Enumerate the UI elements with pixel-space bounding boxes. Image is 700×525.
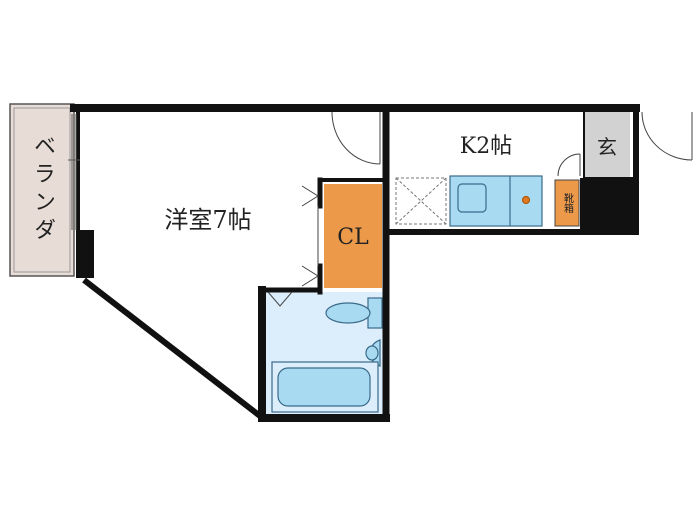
entrance-area: [584, 112, 630, 178]
closet-doors: [301, 185, 319, 287]
entrance-label: 玄: [597, 135, 617, 159]
wall-stub: [76, 230, 94, 278]
door-swing-kitchen: [331, 111, 381, 165]
bathroom-door: [267, 291, 293, 307]
shoe-box: [554, 179, 580, 227]
closet-label: CL: [337, 225, 369, 250]
balcony: [9, 103, 75, 277]
closet-area: [324, 184, 382, 288]
balcony-door: [68, 114, 80, 230]
diagonal-window-wall: [82, 277, 262, 419]
kitchen-label: K2帖: [460, 134, 512, 159]
balcony-label: ベランダ: [30, 134, 55, 246]
western-room-label: 洋室7帖: [164, 206, 251, 234]
door-swing-shoebox: [557, 153, 581, 177]
wall-block: [580, 178, 636, 234]
shoe-box-label: 靴箱: [562, 192, 574, 214]
bathtub: [271, 361, 379, 413]
refrigerator-space: [395, 177, 447, 225]
kitchen-counter: [449, 175, 543, 227]
sink: [365, 339, 381, 367]
toilet: [325, 297, 383, 329]
door-swing-entrance: [641, 111, 693, 161]
